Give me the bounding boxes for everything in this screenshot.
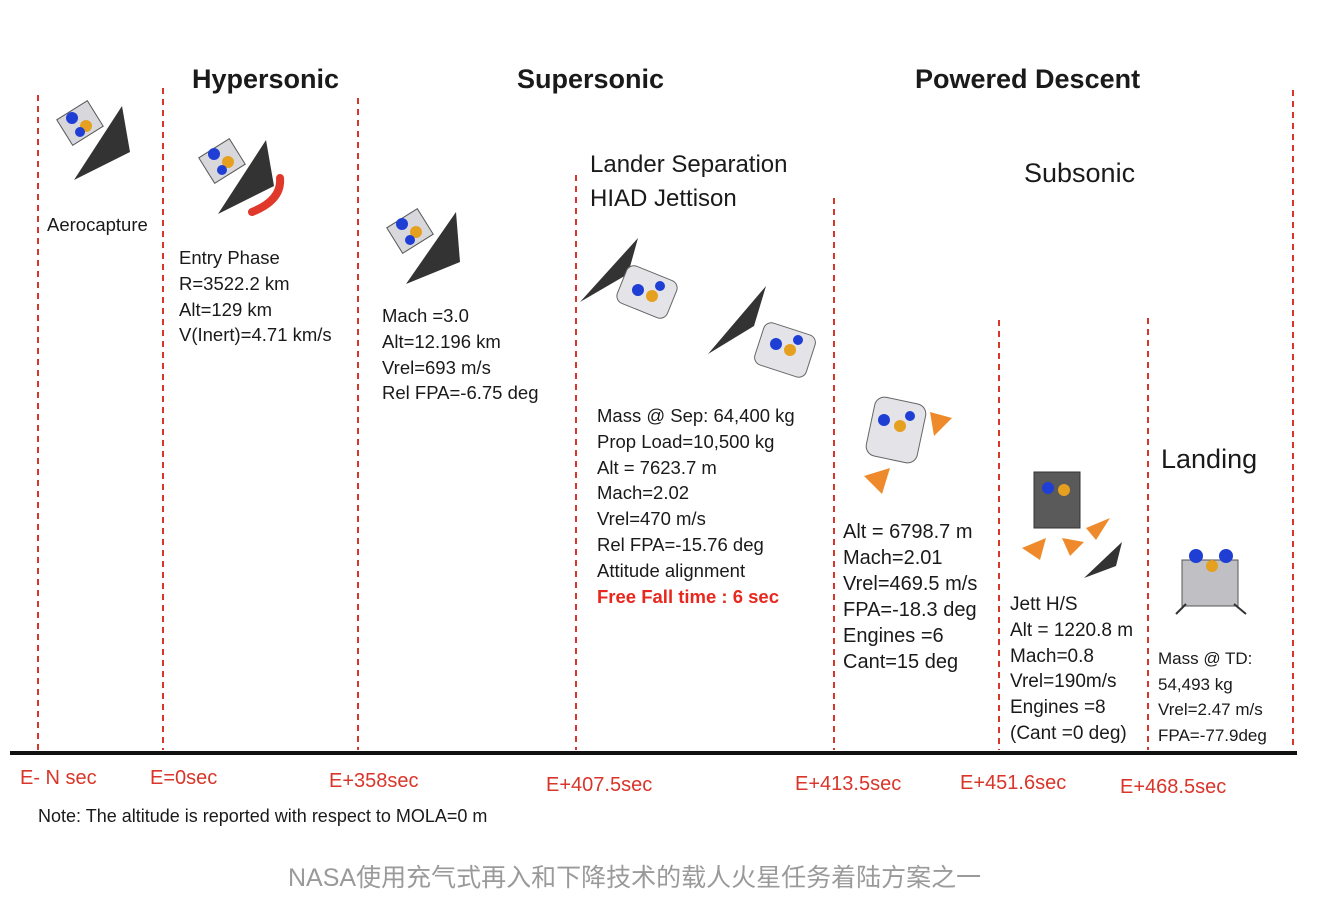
altitude-note: Note: The altitude is reported with resp… <box>38 806 488 826</box>
supersonic-vehicle-icon <box>386 208 460 284</box>
phase-landing: Landing <box>1161 444 1258 474</box>
jettisoned-lander-icon <box>708 286 816 378</box>
powered-descent-lander-icon <box>864 396 952 494</box>
phase-supersonic: Supersonic <box>517 64 665 94</box>
timeline-tick: E+468.5sec <box>1120 776 1227 798</box>
phase-powered-descent: Powered Descent <box>915 64 1141 94</box>
timeline-tick: E+413.5sec <box>795 773 902 795</box>
free-fall-time-highlight: Free Fall time : 6 sec <box>597 585 780 607</box>
separation-data-block: Mass @ Sep: 64,400 kg Prop Load=10,500 k… <box>597 403 795 609</box>
jett-data-block: Jett H/S Alt = 1220.8 m Mach=0.8 Vrel=19… <box>1010 594 1134 744</box>
entry-data-block: Entry Phase R=3522.2 km Alt=129 km V(Ine… <box>179 247 332 346</box>
timeline-tick: E+358sec <box>329 770 419 792</box>
timeline-tick: E=0sec <box>150 767 218 789</box>
event-aerocapture: Aerocapture <box>47 214 148 235</box>
phase-subsonic: Subsonic <box>1024 158 1136 188</box>
landed-lander-icon <box>1175 549 1247 615</box>
landing-data-block: Mass @ TD: 54,493 kg Vrel=2.47 m/s FPA=-… <box>1158 649 1267 745</box>
jett-lander-icon <box>1022 471 1122 578</box>
figure-caption: NASA使用充气式再入和下降技术的载人火星任务着陆方案之一 <box>288 864 982 892</box>
phase-hypersonic: Hypersonic <box>192 64 340 94</box>
event-lander-separation: Lander Separation HIAD Jettison <box>590 151 788 212</box>
separation-vehicle-icon <box>580 238 678 319</box>
supersonic-data-block: Mach =3.0 Alt=12.196 km Vrel=693 m/s Rel… <box>382 305 539 404</box>
timeline-tick: E+451.6sec <box>960 772 1067 794</box>
powered-descent-data-block: Alt = 6798.7 m Mach=2.01 Vrel=469.5 m/s … <box>843 521 978 673</box>
timeline-tick: E+407.5sec <box>546 774 653 796</box>
timeline-tick: E- N sec <box>20 767 97 789</box>
entry-vehicle-icon <box>198 138 285 216</box>
aerocapture-vehicle-icon <box>56 100 130 180</box>
